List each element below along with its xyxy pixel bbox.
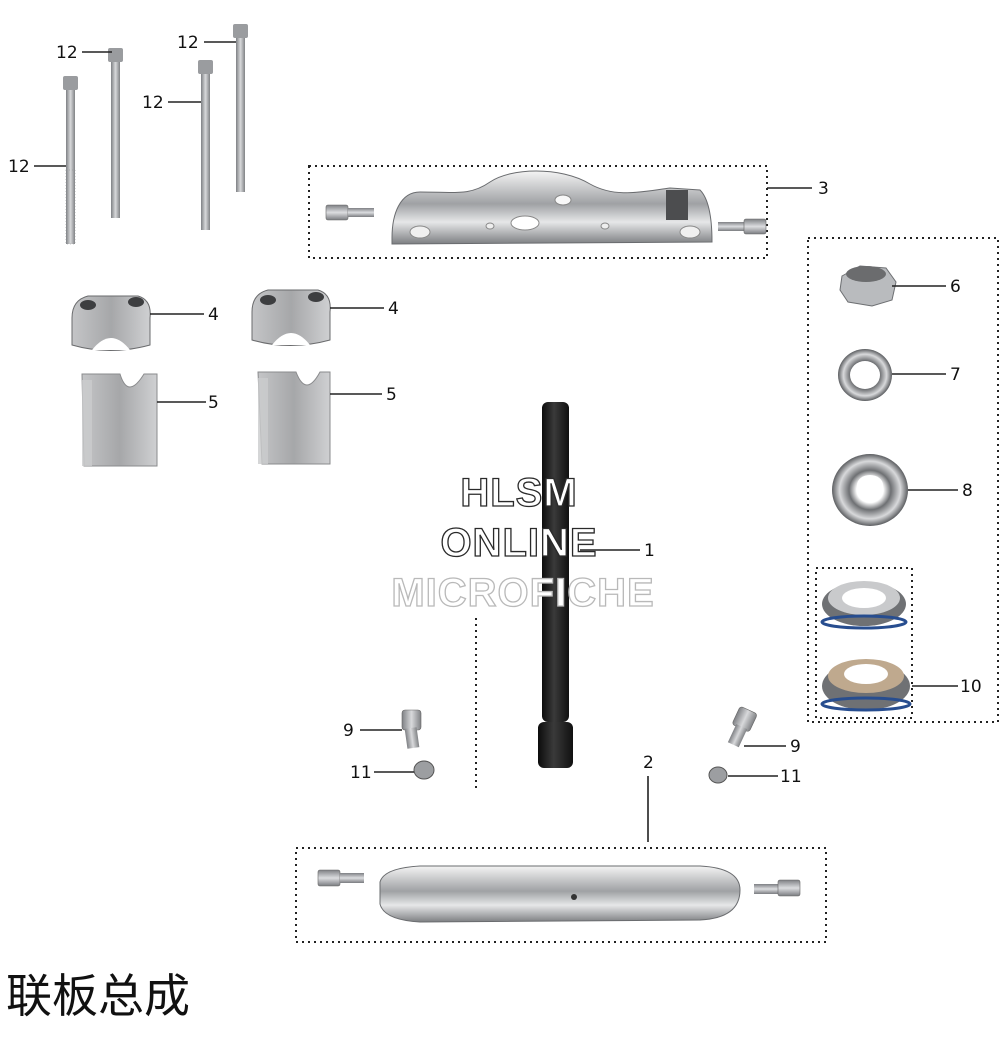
label-2: 2 <box>643 753 654 773</box>
part-labels: 12 12 12 12 3 4 4 5 5 6 7 8 10 1 2 9 9 1… <box>8 33 982 787</box>
lock-nut-6 <box>839 265 897 307</box>
label-12-b: 12 <box>56 43 78 63</box>
label-5-b: 5 <box>386 385 397 405</box>
label-12-a: 12 <box>8 157 30 177</box>
label-4-b: 4 <box>388 299 399 319</box>
label-11-b: 11 <box>780 767 802 787</box>
watermark: HLSM ONLINE MICROFICHE <box>391 470 655 615</box>
label-12-d: 12 <box>177 33 199 53</box>
clamp-screw-right <box>718 218 767 235</box>
bearing-group-box <box>807 237 999 723</box>
cap-11-left <box>413 760 435 780</box>
watermark-line-3: MICROFICHE <box>391 571 654 615</box>
label-9-a: 9 <box>343 721 354 741</box>
bracket-screw-left <box>317 869 364 887</box>
handlebar-clamp-base-5-a <box>81 373 158 467</box>
handlebar-clamp-top-4-a <box>71 295 151 351</box>
label-8: 8 <box>962 481 973 501</box>
steering-stem-1 <box>538 402 573 768</box>
label-4-a: 4 <box>208 305 219 325</box>
handlebar-clamp-base-5-b <box>257 371 331 465</box>
screw-9-left <box>401 709 422 749</box>
cap-11-right <box>708 766 728 784</box>
label-9-b: 9 <box>790 737 801 757</box>
top-clamp-3 <box>391 170 713 245</box>
label-5-a: 5 <box>208 393 219 413</box>
label-11-a: 11 <box>350 763 372 783</box>
washer-7 <box>838 349 892 401</box>
clamp-screw-left <box>325 204 374 221</box>
bearing-race-8 <box>832 454 908 526</box>
handlebar-clamp-top-4-b <box>251 289 331 346</box>
assembly-title: 联板总成 <box>6 969 190 1023</box>
watermark-line-2: ONLINE <box>440 521 597 565</box>
label-10: 10 <box>960 677 982 697</box>
bracket-screw-right <box>754 879 801 897</box>
bottom-bracket-2 <box>379 865 741 923</box>
long-bolt-12-b <box>108 48 123 218</box>
long-bolt-12-d <box>233 24 248 192</box>
label-1: 1 <box>644 541 655 561</box>
top-clamp-group-box <box>308 165 768 259</box>
bearing-10-top <box>820 581 908 630</box>
label-6: 6 <box>950 277 961 297</box>
bearing-10-bottom <box>820 659 912 712</box>
bottom-bracket-group-box <box>295 847 827 943</box>
long-bolt-12-a <box>63 76 78 245</box>
screw-9-right <box>727 706 757 748</box>
leader-lines <box>34 41 958 842</box>
bearing-inner-box <box>815 567 913 719</box>
label-7: 7 <box>950 365 961 385</box>
long-bolt-12-c <box>198 60 213 230</box>
watermark-line-1: HLSM <box>460 471 577 515</box>
label-12-c: 12 <box>142 93 164 113</box>
label-3: 3 <box>818 179 829 199</box>
